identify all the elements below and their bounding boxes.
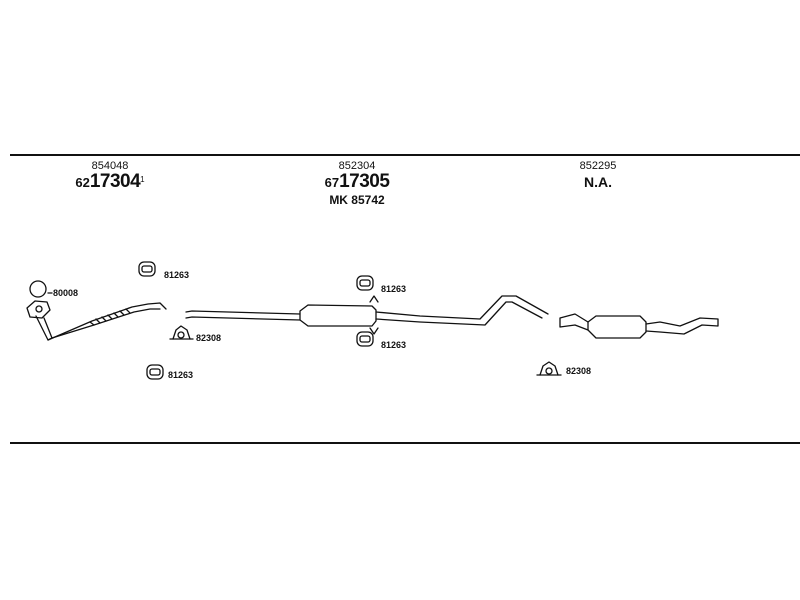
rubber-hanger-icon	[146, 364, 164, 380]
rubber-hanger-icon	[356, 275, 374, 291]
mk-reference: MK 85742	[329, 193, 385, 207]
rubber-hanger-icon	[138, 261, 156, 277]
hanger-label: 81263	[381, 284, 407, 294]
part-number: 854048	[91, 160, 129, 172]
part-number: 852304	[338, 160, 376, 172]
flange-icon	[26, 300, 51, 319]
top-divider	[10, 154, 800, 156]
front-pipe-header: 854048 62173041	[75, 160, 144, 193]
clamp-icon	[169, 325, 194, 340]
reference-number: 62173041	[75, 171, 145, 192]
middle-pipe-icon	[185, 295, 549, 335]
rear-silencer-icon	[559, 313, 719, 339]
clamp-label: 82308	[566, 366, 592, 376]
clamp-icon	[536, 361, 562, 376]
gasket-label: 80008	[53, 288, 79, 298]
hanger-label: 81263	[168, 370, 194, 380]
reference-number: 6717305	[324, 171, 390, 192]
clamp-label: 82308	[196, 333, 222, 343]
part-number: 852295	[579, 160, 617, 172]
rubber-hanger-icon	[356, 331, 374, 347]
hanger-label: 81263	[381, 340, 407, 350]
middle-silencer-header: 852304 6717305 MK 85742	[325, 160, 390, 208]
hanger-label: 81263	[164, 270, 190, 280]
front-pipe-icon	[35, 302, 167, 341]
bottom-divider	[10, 442, 800, 444]
gasket-ring-icon	[29, 280, 47, 298]
rear-silencer-header: 852295 N.A.	[580, 160, 617, 192]
not-available-label: N.A.	[584, 174, 612, 190]
